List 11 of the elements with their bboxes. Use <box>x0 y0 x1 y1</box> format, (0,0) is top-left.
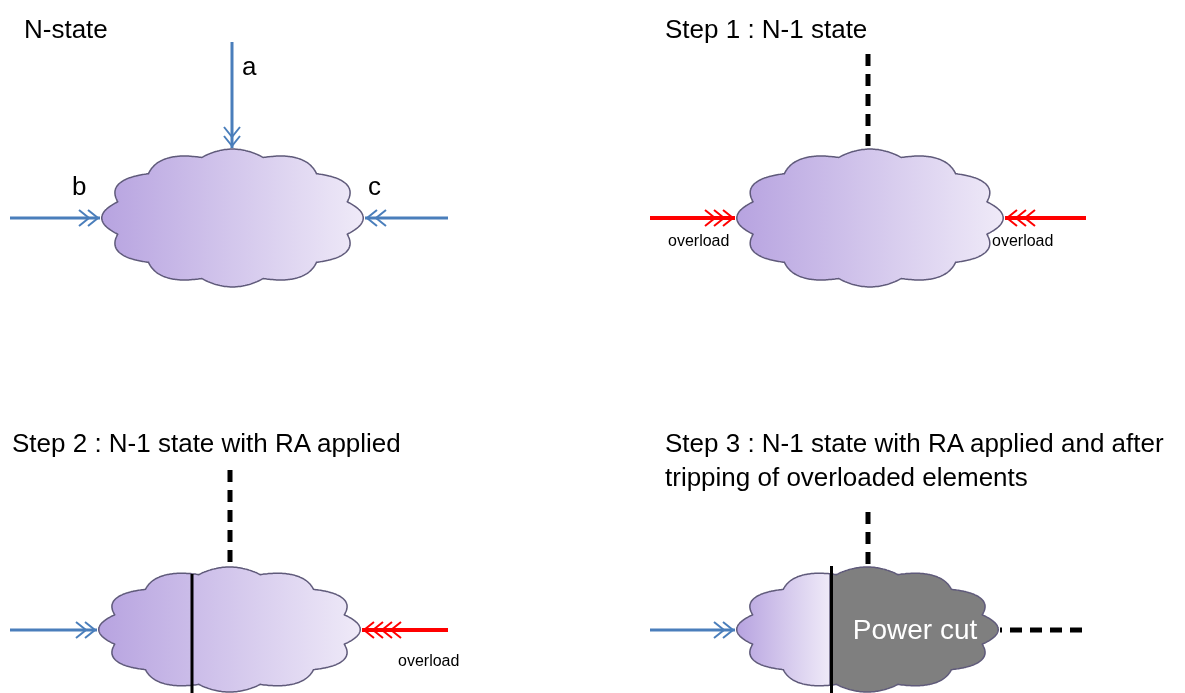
cloud-shape <box>830 566 1000 693</box>
panel-title: N-state <box>24 13 108 46</box>
dashed-line <box>865 512 871 566</box>
cloud-shape <box>100 148 365 288</box>
cloud-label: Power cut <box>851 613 979 646</box>
dashed-line <box>1000 627 1082 633</box>
panel-title: Step 3 : N-1 state with RA applied and after tripping of overloaded elements <box>665 427 1165 494</box>
panel-title: Step 1 : N-1 state <box>665 13 868 46</box>
panel-title: Step 2 : N-1 state with RA applied <box>12 427 401 460</box>
dashed-line <box>865 54 871 148</box>
cloud-shape <box>97 566 362 693</box>
